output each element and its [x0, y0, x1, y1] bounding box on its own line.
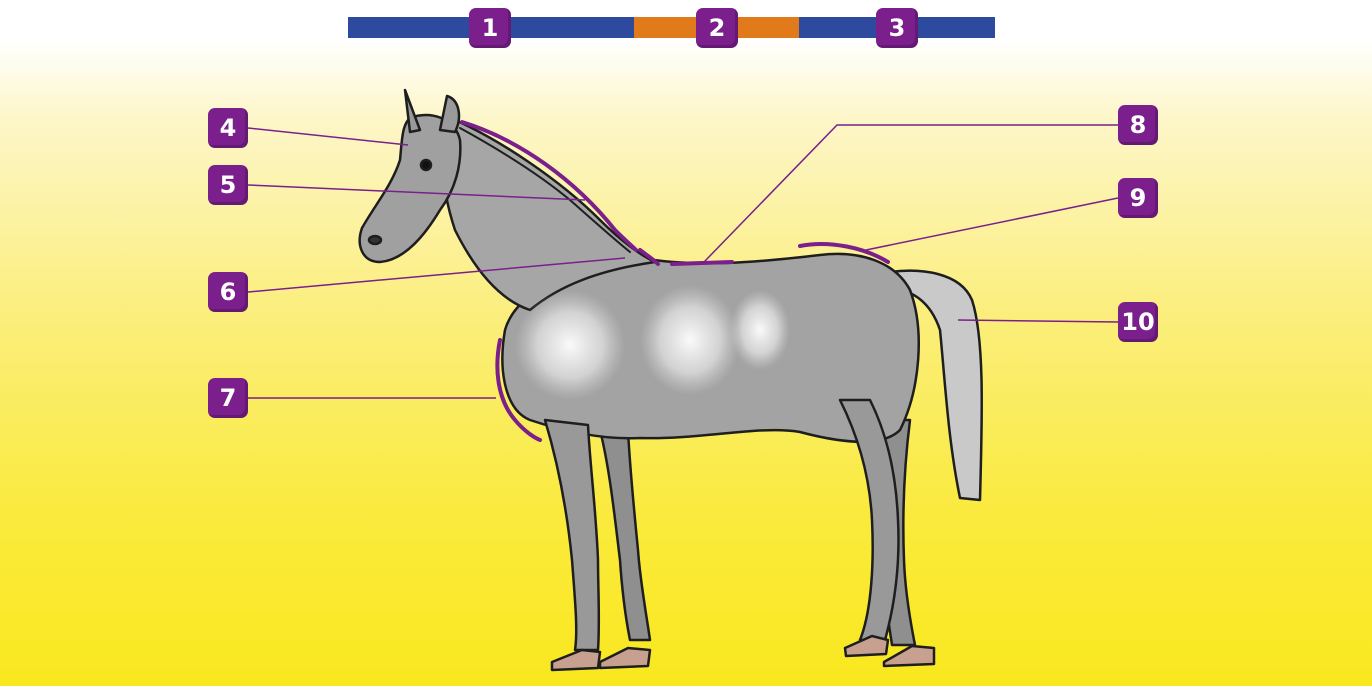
bar-label-1-text: 1 [482, 14, 499, 42]
horse-hoof-1 [552, 650, 600, 670]
callout-8: 8 [1118, 105, 1158, 145]
callout-4-text: 4 [220, 114, 237, 142]
horse-hoof-2 [600, 648, 650, 668]
callout-10-text: 10 [1121, 308, 1154, 336]
horse-shine-1 [515, 290, 625, 400]
callout-7-text: 7 [220, 384, 237, 412]
horse-far-foreleg [600, 430, 650, 640]
horse-eye [421, 160, 431, 170]
horse-near-foreleg [545, 420, 599, 650]
bar-label-3: 3 [876, 8, 918, 48]
callout-7: 7 [208, 378, 248, 418]
callout-9-text: 9 [1130, 184, 1147, 212]
bar-label-1: 1 [469, 8, 511, 48]
callout-5-text: 5 [220, 171, 237, 199]
bar-label-3-text: 3 [889, 14, 906, 42]
horse-ear-right [440, 96, 459, 132]
leader-line-4 [248, 128, 408, 145]
arc-back [672, 262, 732, 264]
bar-label-2-text: 2 [709, 14, 726, 42]
bar-label-2: 2 [696, 8, 738, 48]
horse-illustration [360, 90, 982, 670]
callout-10: 10 [1118, 302, 1158, 342]
callout-4: 4 [208, 108, 248, 148]
horse-shine-2 [640, 285, 740, 395]
callout-6: 6 [208, 272, 248, 312]
horse-shine-3 [730, 290, 790, 370]
callout-9: 9 [1118, 178, 1158, 218]
callout-6-text: 6 [220, 278, 237, 306]
callout-5: 5 [208, 165, 248, 205]
horse-hoof-3 [845, 636, 888, 656]
horse-nostril [369, 236, 381, 244]
callout-8-text: 8 [1130, 111, 1147, 139]
leader-line-10 [958, 320, 1118, 322]
leader-line-9 [866, 198, 1118, 250]
horse-hoof-4 [884, 646, 934, 666]
